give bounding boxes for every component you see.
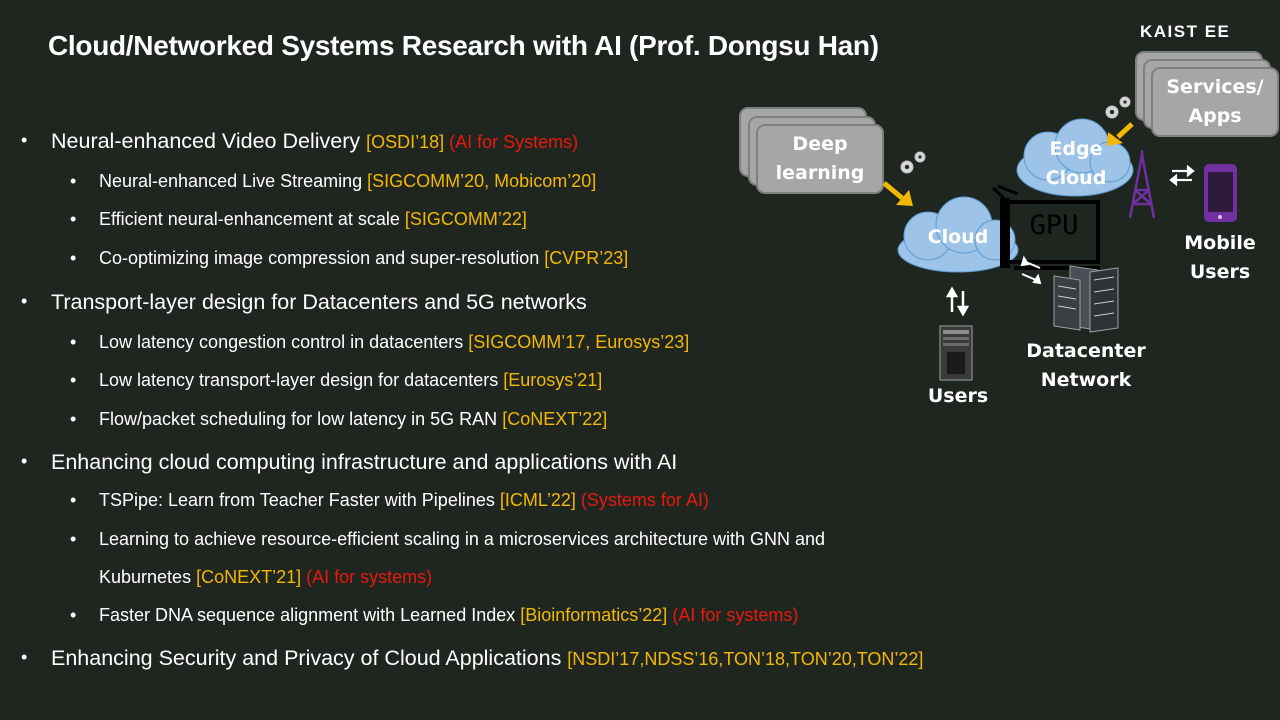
deep-learning-card: Deep learning [756,124,884,194]
bullet-dot: • [70,370,77,390]
gpu-label: GPU [1029,210,1079,241]
bullet-text: Co-optimizing image compression and supe… [99,248,545,268]
exchange-arrows-icon [1169,164,1195,187]
mobile-phone-icon [1204,164,1237,222]
bullet-dot: • [70,605,77,625]
bullet-reference: [CVPR’23] [544,248,629,268]
datacenter-network-label: Datacenter Network [1026,340,1146,391]
bullet-dot: • [70,171,77,191]
gear-icon [1105,96,1131,119]
bullet-item: • TSPipe: Learn from Teacher Faster with … [70,490,709,511]
bullet-text: Transport-layer design for Datacenters a… [51,290,587,314]
bullet-reference: [ICML’22] [499,490,576,510]
datacenter-servers-icon [1053,265,1119,333]
bullet-text: Low latency congestion control in datace… [99,332,469,352]
gear-icon [900,151,926,174]
arrow-deep-learning-to-cloud [882,181,913,206]
bullet-text: Enhancing Security and Privacy of Cloud … [51,646,568,670]
kaist-ee-logo: KAIST EE [1140,22,1231,41]
bullet-item: • Neural-enhanced Live Streaming [SIGCOMM… [70,171,597,192]
bullet-text: Faster DNA sequence alignment with Learn… [99,605,521,625]
bullet-text: TSPipe: Learn from Teacher Faster with P… [99,490,500,510]
mobile-users-label: Mobile Users [1184,232,1256,283]
edge-cloud-shape [1016,118,1134,197]
deep-learning-label: Deep learning [775,133,865,184]
bullet-item: • Transport-layer design for Datacenters … [21,290,587,315]
bullet-tag: (AI for systems) [301,567,433,587]
bullet-item: • Low latency transport-layer design for … [70,370,603,391]
bullet-text: Efficient neural-enhancement at scale [99,209,405,229]
bullet-reference: [CoNEXT’22] [502,409,608,429]
bullet-dot: • [21,451,28,471]
bullet-text: Neural-enhanced Video Delivery [51,129,367,153]
slide-title: Cloud/Networked Systems Research with AI… [48,30,879,61]
arrow-services-to-edge [1107,122,1134,146]
bullet-item: • Co-optimizing image compression and sup… [70,248,629,269]
cloud-shape [897,196,1019,273]
bullet-reference: [Bioinformatics’22] [520,605,668,625]
bullet-item: • Faster DNA sequence alignment with Lear… [70,605,799,626]
bullet-reference: [SIGCOMM’20, Mobicom’20] [367,171,597,191]
bullet-tag: (AI for Systems) [444,132,579,152]
bullet-text: Neural-enhanced Live Streaming [99,171,368,191]
users-label: Users [927,385,989,407]
bullet-dot: • [70,490,77,510]
bullet-tag: (AI for systems) [667,605,799,625]
bullet-item: • Flow/packet scheduling for low latency … [70,409,608,430]
services-apps-label: Services/ Apps [1166,76,1264,127]
bullet-dot: • [21,647,28,667]
edge-cloud-label: Edge Cloud [1045,138,1107,189]
bullet-reference: [CoNEXT’21] [196,567,302,587]
bullet-item: • Enhancing cloud computing infrastructur… [21,450,678,475]
bullet-item: • Efficient neural-enhancement at scale [… [70,209,527,230]
up-down-arrows-icon [945,286,970,317]
bullet-dot: • [21,291,28,311]
bullet-dot: • [70,529,77,549]
bullet-dot: • [70,332,77,352]
bullet-text: Flow/packet scheduling for low latency i… [99,409,503,429]
bullet-item: • Learning to achieve resource-efficient … [70,529,826,550]
bullet-tag: (Systems for AI) [575,490,709,510]
bullet-reference: [NSDI’17,NDSS’16,TON’18,TON’20,TON’22] [567,649,924,669]
bullet-item: • Low latency congestion control in datac… [70,332,690,353]
bullet-dot: • [70,209,77,229]
bullet-item: • Neural-enhanced Video Delivery [OSDI’18… [21,129,579,154]
bullet-text: Learning to achieve resource-efficient s… [99,529,826,549]
user-pc-icon [939,325,973,381]
bullet-text: Kuburnetes [99,567,197,587]
cloud-label: Cloud [927,226,989,248]
gpu-icon [991,184,1100,270]
bullet-text: Enhancing cloud computing infrastructure… [51,450,678,474]
bullet-dot: • [70,409,77,429]
bullet-reference: [SIGCOMM’17, Eurosys’23] [468,332,690,352]
services-apps-card: Services/ Apps [1151,67,1279,137]
bullet-reference: [Eurosys’21] [503,370,603,390]
bullet-reference: [SIGCOMM’22] [404,209,527,229]
cell-tower-icon [1128,150,1156,219]
bullet-dot: • [21,130,28,150]
bullet-reference: [OSDI’18] [366,132,445,152]
bullet-item: • Enhancing Security and Privacy of Cloud… [21,646,924,671]
bullet-dot: • [70,248,77,268]
bullet-text: Low latency transport-layer design for d… [99,370,504,390]
bullet-item-continuation: Kuburnetes [CoNEXT’21] (AI for systems) [99,567,432,588]
datacenter-link-arrows-icon [1020,255,1042,285]
